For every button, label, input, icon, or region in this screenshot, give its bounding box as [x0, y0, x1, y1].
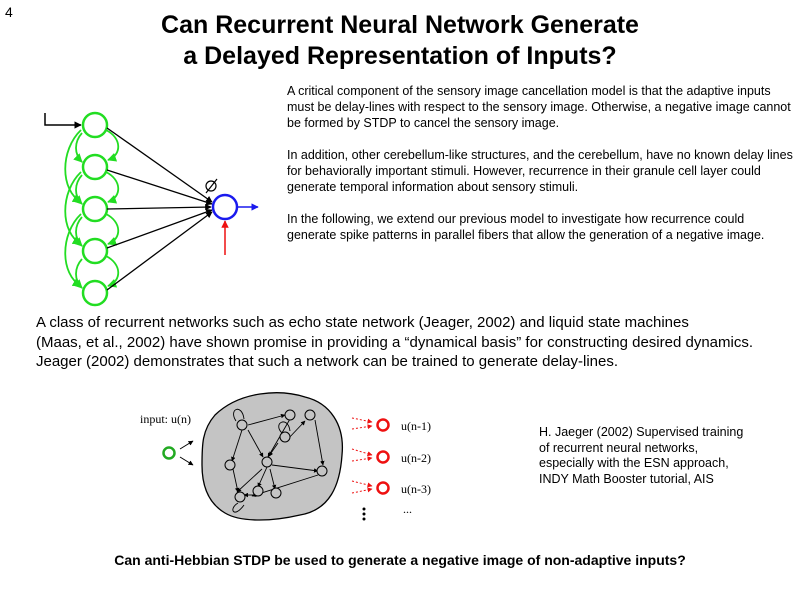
reservoir-edge [236, 468, 263, 493]
esn-output-ellipsis: ... [403, 502, 412, 516]
reservoir-edge [232, 468, 240, 493]
esn-input-neuron [162, 446, 176, 460]
reference-text: H. Jaeger (2002) Supervised training of … [539, 425, 789, 487]
esn-output-neuron-1 [376, 418, 390, 432]
reference-line-3: especially with the ESN approach, [539, 456, 729, 470]
reservoir-node [316, 465, 328, 477]
chain-arc-left-1 [73, 132, 83, 163]
chain-arc-right-4 [105, 255, 120, 288]
blue-output-neuron [211, 193, 239, 221]
reservoir-self-loop [278, 421, 291, 434]
reservoir-self-loop [233, 408, 245, 422]
reservoir-node [284, 409, 296, 421]
vertical-ellipsis-icon [362, 507, 366, 521]
esn-input-arrow-lower [179, 456, 194, 466]
green-neuron-2 [81, 153, 109, 181]
closing-question: Can anti-Hebbian STDP be used to generat… [114, 552, 686, 568]
projection-4 [106, 208, 213, 249]
esn-output-label-3: u(n-3) [401, 482, 431, 496]
esn-output-arrow-2a [351, 448, 373, 457]
projection-2 [106, 169, 213, 206]
echo-state-text: A class of recurrent networks such as ec… [36, 313, 796, 372]
green-neuron-5 [81, 279, 109, 307]
intro-text: A critical component of the sensory imag… [287, 83, 797, 259]
title-line-2: a Delayed Representation of Inputs? [183, 42, 617, 70]
title-line-1: Can Recurrent Neural Network Generate [161, 11, 639, 39]
reservoir-node [261, 456, 273, 468]
intro-paragraph-3: In the following, we extend our previous… [287, 212, 765, 242]
esn-output-neuron-3 [376, 481, 390, 495]
chain-arc-right-1 [105, 129, 120, 162]
echo-state-line-2: (Maas, et al., 2002) have shown promise … [36, 333, 753, 351]
reference-line-1: H. Jaeger (2002) Supervised training [539, 425, 744, 439]
esn-output-arrow-3a [351, 480, 373, 488]
esn-output-neuron-2 [376, 450, 390, 464]
esn-diagram: input: u(n) [140, 392, 431, 521]
esn-input-arrow-upper [179, 440, 194, 450]
green-neuron-1 [81, 111, 109, 139]
reservoir-node [270, 487, 282, 499]
reservoir-edge [247, 429, 264, 458]
chain-arc-right-3 [105, 213, 120, 246]
intro-paragraph-1: A critical component of the sensory imag… [287, 84, 791, 130]
echo-state-line-3: Jeager (2002) demonstrates that such a n… [36, 353, 619, 370]
reservoir-node [279, 431, 291, 443]
reservoir-node [234, 491, 246, 503]
reservoir-self-loop [232, 502, 245, 513]
reservoir-edge [314, 419, 325, 466]
reservoir-node [224, 459, 236, 471]
reference-line-2: of recurrent neural networks, [539, 440, 699, 455]
green-neuron-3 [81, 195, 109, 223]
reservoir-node [304, 409, 316, 421]
reservoir-edge [267, 418, 291, 458]
chain-arc-long-3 [64, 213, 82, 287]
reservoir-edge [269, 468, 277, 490]
esn-output-arrow-2b [351, 456, 373, 462]
esn-output-arrow-1a [351, 417, 373, 424]
intro-paragraph-2: In addition, other cerebellum-like struc… [287, 148, 793, 194]
reference-line-4: INDY Math Booster tutorial, AIS [539, 471, 714, 486]
green-neuron-4 [81, 237, 109, 265]
reservoir-edge [231, 429, 243, 462]
reservoir-edge [271, 464, 319, 473]
recurrent-chain-diagram [44, 111, 259, 307]
slide-title: Can Recurrent Neural Network Generate a … [0, 10, 800, 72]
esn-output-label-1: u(n-1) [401, 419, 431, 433]
chain-arc-long-1 [64, 129, 82, 203]
chain-arc-long-2 [64, 171, 82, 245]
reservoir-edge [257, 466, 268, 488]
esn-input-label: input: u(n) [140, 412, 191, 426]
reservoir-edge [247, 413, 286, 426]
reservoir-edge [268, 442, 279, 457]
esn-output-label-2: u(n-2) [401, 451, 431, 465]
page-number: 4 [5, 4, 13, 20]
projection-3 [106, 203, 212, 211]
projection-1 [106, 127, 213, 203]
plasticity-symbol [205, 178, 218, 194]
esn-output-arrow-3b [351, 487, 373, 494]
echo-state-line-1: A class of recurrent networks such as ec… [36, 314, 689, 331]
reservoir-node [252, 485, 264, 497]
reservoir-node [236, 419, 248, 431]
chain-arc-right-2 [105, 171, 120, 204]
esn-output-arrow-1b [351, 424, 373, 430]
chain-input-line [44, 113, 82, 129]
projection-5 [106, 211, 213, 291]
